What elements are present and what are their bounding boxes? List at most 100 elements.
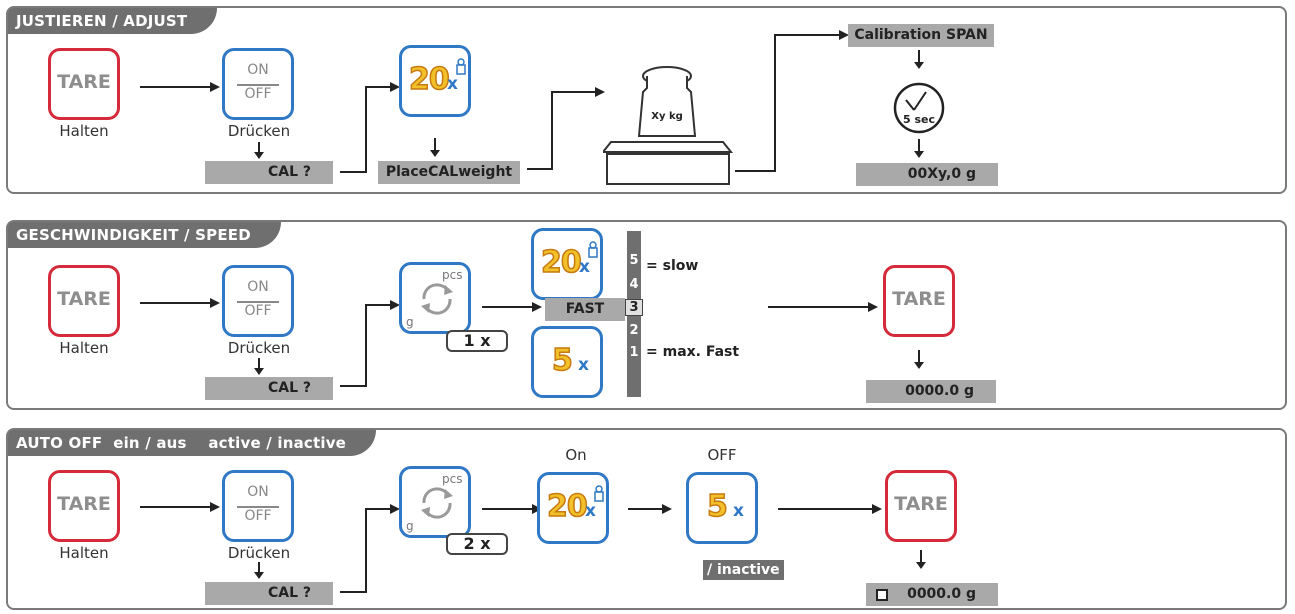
arrow-right-icon: [778, 504, 882, 514]
press-label: Drücken: [227, 339, 291, 357]
connector-arrow-icon: [340, 82, 400, 173]
off-label: OFF: [244, 303, 272, 319]
connector-arrow-icon: [735, 30, 849, 172]
tare-key-label: TARE: [894, 493, 948, 515]
weight-piece-icon: [588, 241, 598, 258]
auto-off-off-key[interactable]: 5 x: [686, 472, 758, 544]
result-display: 0000.0 g: [866, 583, 998, 606]
mode-key[interactable]: pcs g: [399, 262, 471, 334]
cal-display: CAL ?: [205, 377, 333, 400]
fast-number: 5: [551, 342, 573, 379]
off-label: OFF: [244, 508, 272, 524]
hold-label: Halten: [59, 339, 109, 357]
auto-off-on-key[interactable]: 20 x: [537, 472, 609, 544]
cal-display: CAL ?: [205, 582, 333, 605]
count-x: x: [447, 74, 458, 94]
arrow-right-icon: [768, 302, 878, 312]
tare-key[interactable]: TARE: [883, 265, 955, 337]
mode-key[interactable]: pcs g: [399, 466, 471, 538]
auto-off-indicator-icon: [876, 589, 888, 601]
adjust-title: JUSTIEREN / ADJUST: [8, 8, 218, 34]
speed-title: GESCHWINDIGKEIT / SPEED: [8, 222, 281, 248]
tare-key[interactable]: TARE: [48, 48, 120, 120]
connector-arrow-icon: [340, 300, 400, 387]
on-off-key[interactable]: ON OFF: [222, 48, 294, 120]
tare-key[interactable]: TARE: [48, 265, 120, 337]
fast-key[interactable]: 5 x: [531, 326, 603, 398]
arrow-down-icon: [914, 350, 924, 369]
slow-x: x: [579, 257, 590, 277]
slow-number: 20: [540, 244, 582, 281]
arrow-down-icon: [254, 562, 264, 579]
timer-label: 5 sec: [903, 113, 935, 126]
hold-label: Halten: [59, 544, 109, 562]
arrow-down-icon: [914, 50, 924, 69]
arrow-right-icon: [140, 82, 220, 92]
count-key[interactable]: 20 x: [399, 45, 471, 117]
tare-key[interactable]: TARE: [48, 470, 120, 542]
on-label: ON: [247, 484, 269, 500]
fast-x: x: [578, 355, 589, 375]
pcs-label: pcs: [442, 472, 463, 486]
tare-key[interactable]: TARE: [885, 470, 957, 542]
on-off-key[interactable]: ON OFF: [222, 470, 294, 542]
arrow-down-icon: [430, 138, 440, 157]
off-caption: OFF: [707, 446, 737, 464]
on-label: ON: [247, 62, 269, 78]
press-label: Drücken: [227, 544, 291, 562]
auto-off-panel: AUTO OFF ein / aus active / inactive: [6, 428, 1287, 610]
result-display: 0000.0 g: [866, 380, 996, 403]
connector-arrow-icon: [340, 504, 400, 593]
fast-note: = max. Fast: [646, 344, 740, 360]
arrow-right-icon: [140, 298, 220, 308]
speed-scale: 5 4 3 2 1: [625, 231, 643, 397]
on-off-divider: [237, 506, 279, 508]
scale-with-weight-icon: Xy kg: [603, 66, 734, 185]
off-x: x: [733, 501, 744, 521]
connector-arrow-icon: [527, 87, 605, 170]
arrow-down-icon: [916, 550, 926, 569]
g-label: g: [406, 519, 414, 533]
arrow-down-icon: [914, 139, 924, 158]
press-count-tag: 2 x: [446, 533, 508, 555]
off-label: OFF: [244, 86, 272, 102]
tare-key-label: TARE: [57, 288, 111, 310]
arrow-right-icon: [140, 502, 220, 512]
speed-level-1: 1: [629, 345, 639, 360]
place-cal-weight-display: PlaceCALweight: [378, 161, 520, 184]
press-label: Drücken: [227, 122, 291, 140]
arrow-right-icon: [482, 302, 542, 312]
speed-level-4: 4: [629, 277, 639, 292]
slow-key[interactable]: 20 x: [531, 228, 603, 300]
result-display: 00Xy,0 g: [856, 163, 998, 186]
auto-off-title: AUTO OFF ein / aus active / inactive: [8, 430, 377, 456]
speed-level-3: 3: [625, 299, 643, 316]
on-label: ON: [247, 279, 269, 295]
weight-label: Xy kg: [651, 111, 683, 122]
cal-display: CAL ?: [205, 161, 333, 184]
speed-level-2: 2: [629, 323, 639, 338]
arrow-right-icon: [482, 504, 542, 514]
on-caption: On: [565, 446, 587, 464]
inactive-label: / inactive: [703, 560, 784, 580]
tare-key-label: TARE: [57, 71, 111, 93]
on-number: 20: [546, 488, 588, 525]
arrow-down-icon: [254, 358, 264, 375]
on-off-key[interactable]: ON OFF: [222, 265, 294, 337]
fast-display: FAST: [545, 298, 625, 321]
speed-level-5: 5: [629, 253, 639, 268]
tare-key-label: TARE: [57, 493, 111, 515]
press-count-tag: 1 x: [446, 330, 508, 352]
on-off-divider: [237, 84, 279, 86]
calibration-span-display: Calibration SPAN: [848, 24, 994, 47]
tare-key-label: TARE: [892, 288, 946, 310]
speed-panel: GESCHWINDIGKEIT / SPEED: [6, 220, 1287, 410]
weight-piece-icon: [594, 485, 604, 502]
arrow-right-icon: [628, 504, 672, 514]
weight-piece-icon: [456, 58, 466, 75]
hold-label: Halten: [59, 122, 109, 140]
count-number: 20: [408, 61, 450, 98]
arrow-down-icon: [254, 142, 264, 159]
slow-note: = slow: [646, 258, 699, 274]
refresh-icon: [421, 283, 453, 315]
